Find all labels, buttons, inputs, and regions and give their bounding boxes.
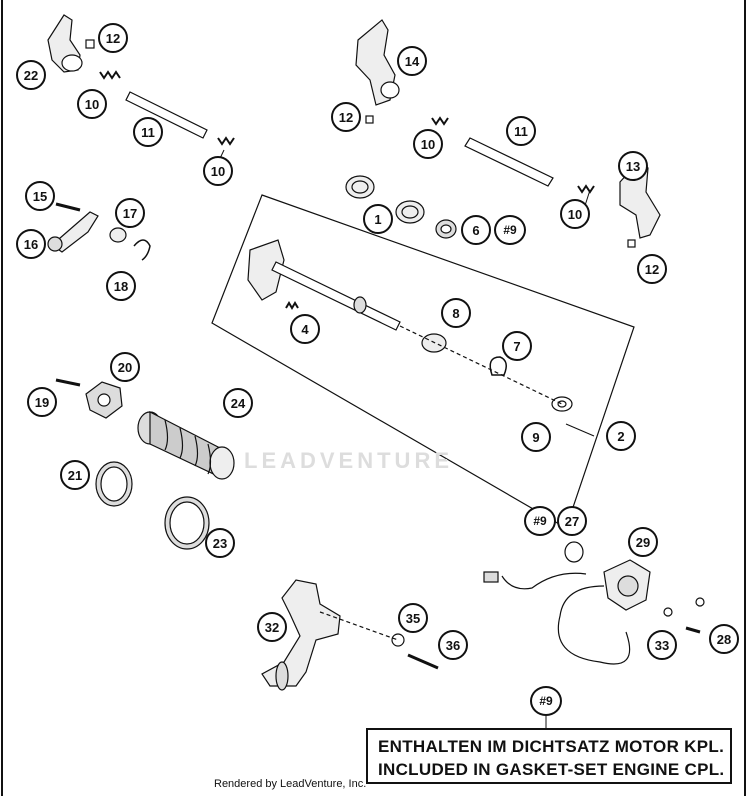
callout-24[interactable]: 24 (223, 388, 253, 418)
callout-7[interactable]: 7 (502, 331, 532, 361)
callout-9-note[interactable]: #9 (530, 686, 562, 716)
callout-2[interactable]: 2 (606, 421, 636, 451)
callout-11[interactable]: 11 (506, 116, 536, 146)
footer-credit: Rendered by LeadVenture, Inc. (214, 778, 367, 790)
callout-9[interactable]: 9 (521, 422, 551, 452)
callout-21[interactable]: 21 (60, 460, 90, 490)
callout-23[interactable]: 23 (205, 528, 235, 558)
callout-6[interactable]: 6 (461, 215, 491, 245)
callout-10[interactable]: 10 (560, 199, 590, 229)
callout-9-gasket[interactable]: #9 (494, 215, 526, 245)
callout-16[interactable]: 16 (16, 229, 46, 259)
gasket-set-note: ENTHALTEN IM DICHTSATZ MOTOR KPL. INCLUD… (366, 728, 732, 784)
callout-29[interactable]: 29 (628, 527, 658, 557)
callout-19[interactable]: 19 (27, 387, 57, 417)
callout-15[interactable]: 15 (25, 181, 55, 211)
callout-8[interactable]: 8 (441, 298, 471, 328)
callout-22[interactable]: 22 (16, 60, 46, 90)
callout-32[interactable]: 32 (257, 612, 287, 642)
callout-18[interactable]: 18 (106, 271, 136, 301)
callout-11[interactable]: 11 (133, 117, 163, 147)
callout-9-gasket[interactable]: #9 (524, 506, 556, 536)
callout-12[interactable]: 12 (637, 254, 667, 284)
callout-33[interactable]: 33 (647, 630, 677, 660)
callout-14[interactable]: 14 (397, 46, 427, 76)
watermark-text: LEADVENTURE (244, 448, 454, 473)
callout-35[interactable]: 35 (398, 603, 428, 633)
callout-10[interactable]: 10 (203, 156, 233, 186)
callout-28[interactable]: 28 (709, 624, 739, 654)
callout-13[interactable]: 13 (618, 151, 648, 181)
callout-12[interactable]: 12 (331, 102, 361, 132)
callout-20[interactable]: 20 (110, 352, 140, 382)
callout-12[interactable]: 12 (98, 23, 128, 53)
callout-36[interactable]: 36 (438, 630, 468, 660)
callout-10[interactable]: 10 (413, 129, 443, 159)
callout-10[interactable]: 10 (77, 89, 107, 119)
note-line-german: ENTHALTEN IM DICHTSATZ MOTOR KPL. (378, 737, 725, 756)
callout-1[interactable]: 1 (363, 204, 393, 234)
callout-4[interactable]: 4 (290, 314, 320, 344)
callout-27[interactable]: 27 (557, 506, 587, 536)
note-line-english: INCLUDED IN GASKET-SET ENGINE CPL. (378, 760, 725, 779)
callout-17[interactable]: 17 (115, 198, 145, 228)
